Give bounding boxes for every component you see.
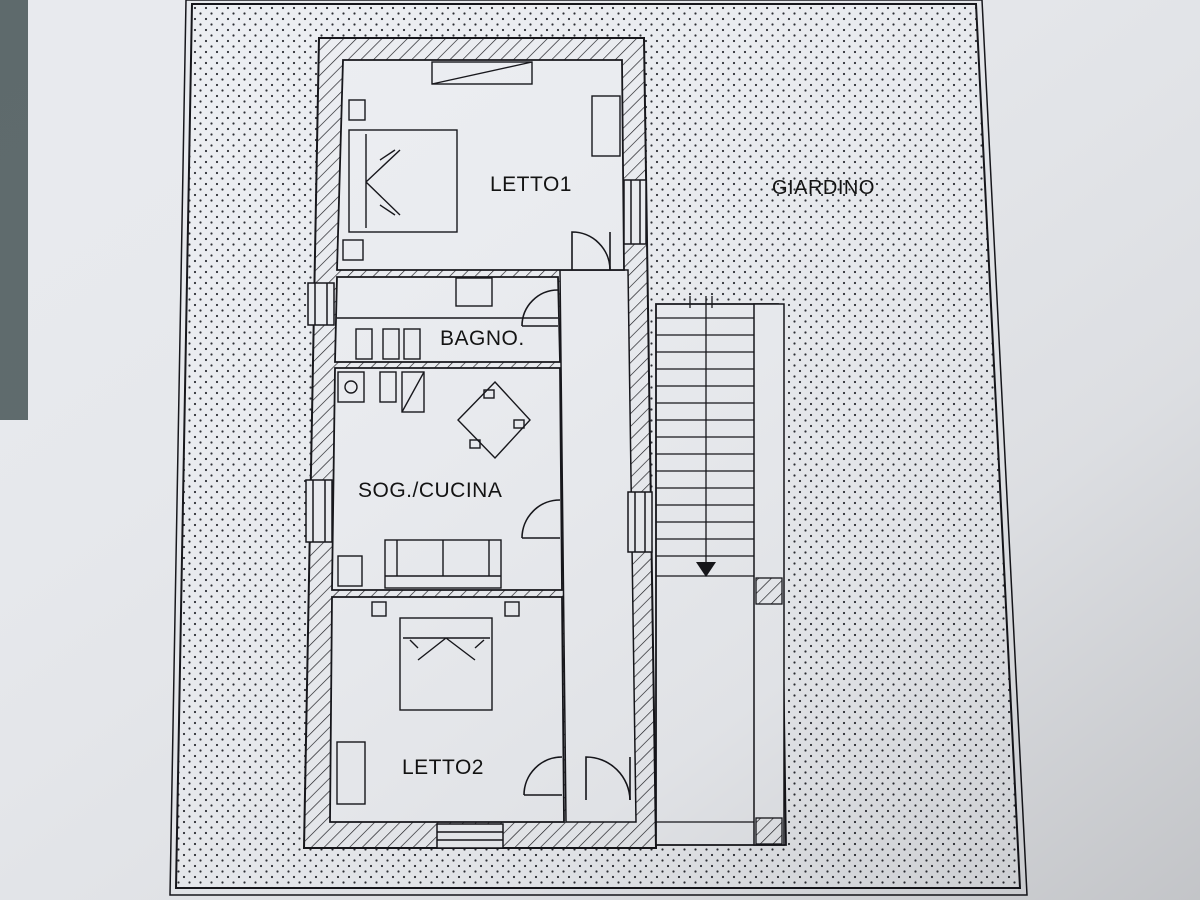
room-label-letto1: LETTO1 [490, 173, 572, 196]
room-label-letto2: LETTO2 [402, 756, 484, 779]
south-window [436, 823, 504, 849]
room-label-soggiorno-cucina: SOG./CUCINA [358, 479, 502, 502]
garden-label: GIARDINO [772, 177, 875, 199]
staircase [655, 296, 787, 846]
room-label-bagno: BAGNO. [440, 327, 525, 350]
room-letto1 [336, 59, 625, 271]
